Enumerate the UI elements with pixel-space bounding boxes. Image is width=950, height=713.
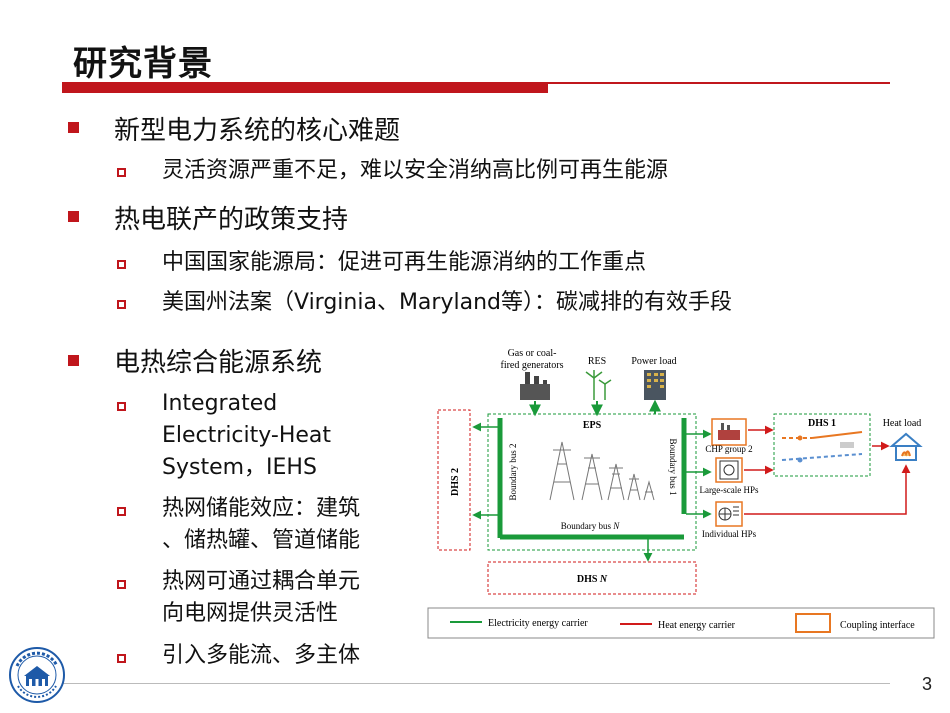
- res-label: RES: [588, 356, 606, 367]
- generator-label: Gas or coal-: [508, 348, 557, 359]
- power-load-label: Power load: [631, 356, 676, 367]
- bullet-3-3-line: 向电网提供灵活性: [162, 601, 339, 626]
- university-logo-icon: [9, 647, 65, 703]
- dhs1-box: [773, 413, 871, 477]
- heat-load-label: Heat load: [883, 418, 922, 429]
- dhsn-label: DHS N: [577, 574, 608, 585]
- bullet-2-1: 中国国家能源局：促进可再生能源消纳的工作重点: [162, 250, 647, 275]
- individual-hp-label: Individual HPs: [702, 529, 757, 539]
- chp-label: CHP group 2: [705, 444, 752, 454]
- fan-icon: [718, 506, 739, 521]
- slide-title: 研究背景: [73, 44, 213, 84]
- wind-turbine-icon: [585, 370, 612, 400]
- house-icon: [889, 432, 923, 461]
- large-hp-label: Large-scale HPs: [699, 485, 759, 495]
- generator-icon: [520, 372, 550, 400]
- sub-bullet-icon: [117, 260, 126, 269]
- legend-coupling-swatch: [795, 613, 831, 633]
- dhs2-label: DHS 2: [450, 468, 461, 496]
- bullet-3-2: 热网储能效应：建筑 、储热罐、管道储能: [162, 493, 360, 557]
- bullet-2-2: 美国州法案（Virginia、Maryland等）：碳减排的有效手段: [162, 290, 732, 315]
- bullet-square-icon: [68, 211, 79, 222]
- sub-bullet-icon: [117, 507, 126, 516]
- legend-coupling-label: Coupling interface: [840, 620, 915, 631]
- bullet-3-2-line: 热网储能效应：建筑: [162, 496, 361, 521]
- bullet-3-2-line: 、储热罐、管道储能: [162, 528, 361, 553]
- bus2-label: Boundary bus 2: [508, 444, 518, 501]
- building-icon: [644, 370, 666, 400]
- bullet-square-icon: [68, 122, 79, 133]
- bullet-1: 新型电力系统的核心难题: [114, 116, 401, 146]
- bullet-3-1: Integrated Electricity-Heat System，IEHS: [162, 388, 331, 484]
- transmission-tower-icon: [549, 441, 655, 501]
- bullet-3-4: 引入多能流、多主体: [162, 643, 361, 668]
- heat-pump-icon: [719, 460, 739, 480]
- bullet-3-1-line: Electricity-Heat: [162, 423, 332, 448]
- heat-network-icon: [781, 431, 863, 463]
- sub-bullet-icon: [117, 580, 126, 589]
- sub-bullet-icon: [117, 168, 126, 177]
- sub-bullet-icon: [117, 402, 126, 411]
- bus1-label: Boundary bus 1: [668, 439, 678, 496]
- dhs2-box: [437, 409, 471, 551]
- bullet-3-3-line: 热网可通过耦合单元: [162, 569, 361, 594]
- eps-box: [487, 413, 697, 551]
- bullet-3-1-line: Integrated: [162, 391, 278, 416]
- bullet-1-1: 灵活资源严重不足，难以安全消纳高比例可再生能源: [162, 158, 669, 183]
- iehs-diagram: Gas or coal- fired generators RES Power …: [427, 348, 935, 639]
- bullet-3-3: 热网可通过耦合单元 向电网提供灵活性: [162, 566, 360, 630]
- generator-label: fired generators: [500, 360, 563, 371]
- eps-label: EPS: [583, 420, 602, 431]
- footer-rule: [62, 683, 890, 684]
- sub-bullet-icon: [117, 654, 126, 663]
- legend-heat-label: Heat energy carrier: [658, 620, 736, 631]
- title-rule-thin: [62, 82, 890, 84]
- busn-label: Boundary bus N: [561, 521, 621, 531]
- page-number: 3: [921, 674, 932, 694]
- bullet-2: 热电联产的政策支持: [114, 205, 349, 235]
- title-rule-thick: [62, 84, 548, 93]
- bullet-3: 电热综合能源系统: [114, 348, 323, 378]
- chp-icon: [718, 423, 740, 440]
- legend-elec-label: Electricity energy carrier: [488, 618, 588, 629]
- dhs1-label: DHS 1: [808, 418, 836, 429]
- bullet-square-icon: [68, 355, 79, 366]
- legend-box: [427, 607, 935, 639]
- bullet-3-1-line: System，IEHS: [162, 455, 317, 480]
- sub-bullet-icon: [117, 300, 126, 309]
